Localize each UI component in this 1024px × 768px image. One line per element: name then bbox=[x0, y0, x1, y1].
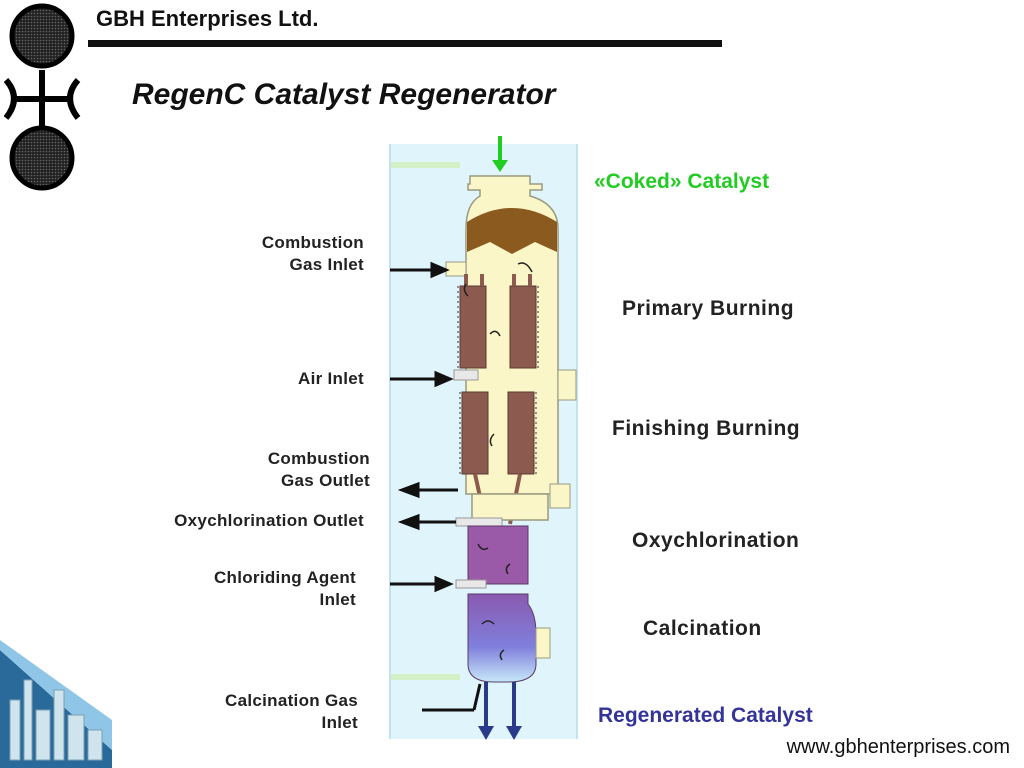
label-chloriding-agent-inlet: Chloriding Agent Inlet bbox=[150, 567, 356, 611]
stage-primary-burning: Primary Burning bbox=[622, 297, 795, 320]
label-calcination-gas-inlet: Calcination Gas Inlet bbox=[170, 690, 358, 734]
label-line: Gas Inlet bbox=[289, 255, 364, 274]
label-line: Combustion bbox=[261, 233, 364, 252]
stage-calcination: Calcination bbox=[643, 617, 762, 640]
label-combustion-gas-inlet: Combustion Gas Inlet bbox=[200, 232, 364, 276]
label-line: Chloriding Agent bbox=[213, 568, 356, 587]
regenerator-diagram: «Coked» Catalyst Regenerated Catalyst bbox=[389, 136, 813, 740]
label-line: Gas Outlet bbox=[281, 471, 370, 490]
calcination-zone bbox=[467, 593, 537, 683]
company-logo bbox=[3, 3, 81, 191]
label-air-inlet: Air Inlet bbox=[298, 369, 364, 388]
company-name: GBH Enterprises Ltd. bbox=[96, 6, 319, 31]
coke-layer bbox=[467, 208, 557, 254]
coked-catalyst-label: «Coked» Catalyst bbox=[594, 170, 769, 193]
stage-oxychlorination: Oxychlorination bbox=[632, 529, 800, 552]
label-combustion-gas-outlet: Combustion Gas Outlet bbox=[200, 448, 370, 492]
website-url: www.gbhenterprises.com bbox=[786, 736, 1010, 758]
label-oxychlorination-outlet: Oxychlorination Outlet bbox=[174, 511, 364, 530]
primary-burning-beds bbox=[459, 285, 537, 369]
slide-title: RegenC Catalyst Regenerator bbox=[132, 78, 556, 111]
refinery-corner-art bbox=[0, 640, 112, 768]
stage-finishing-burning: Finishing Burning bbox=[612, 417, 801, 440]
label-line: Inlet bbox=[321, 713, 358, 732]
oxychlorination-zone bbox=[467, 525, 529, 585]
header-rule bbox=[88, 40, 722, 47]
label-line: Inlet bbox=[319, 590, 356, 609]
regenerated-catalyst-label: Regenerated Catalyst bbox=[598, 704, 813, 727]
label-line: Combustion bbox=[267, 449, 370, 468]
label-line: Calcination Gas bbox=[225, 691, 358, 710]
finishing-burning-beds bbox=[461, 391, 535, 475]
